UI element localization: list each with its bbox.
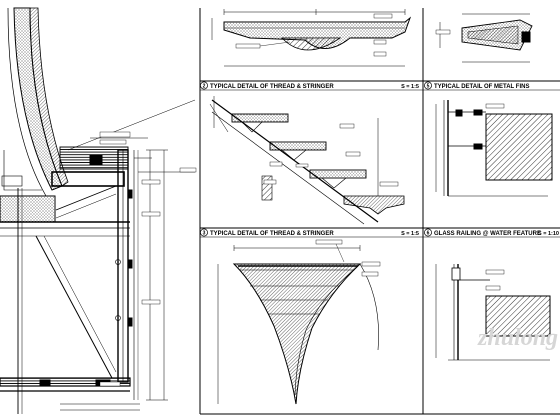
metal-fins-detail: [435, 100, 553, 197]
glass-railing-detail: [435, 264, 551, 361]
panel-6-title: 6 GLASS RAILING @ WATER FEATURE S = 1:10: [424, 228, 559, 237]
panel-2-title-text: TYPICAL DETAIL OF THREAD & STRINGER: [210, 84, 334, 90]
curved-wall-section: [1, 7, 69, 197]
panel-6-scale: S = 1:10: [538, 231, 559, 237]
panel-5-number: 5: [427, 84, 430, 90]
glass-facade-frame: [0, 146, 139, 414]
stair-elevation: [209, 96, 405, 225]
funnel-section: [217, 239, 381, 405]
left-dimension-lines: [60, 99, 196, 411]
metal-fin-section: [435, 13, 533, 63]
panel-6-title-text: GLASS RAILING @ WATER FEATURE: [434, 231, 541, 237]
floor-slab-section: [0, 195, 130, 237]
watermark: zhulong: [477, 325, 558, 351]
panel-3-title-text: TYPICAL DETAIL OF THREAD & STRINGER: [210, 231, 334, 237]
panel-3-title: 3 TYPICAL DETAIL OF THREAD & STRINGER S …: [200, 228, 419, 237]
thread-section-top: [211, 9, 412, 67]
panel-6-number: 6: [427, 231, 430, 237]
panel-2-number: 2: [203, 84, 206, 90]
panel-2-scale: S = 1:5: [401, 84, 419, 90]
watermark-text: zhulong: [477, 325, 558, 351]
panel-2-title: 2 TYPICAL DETAIL OF THREAD & STRINGER S …: [200, 81, 419, 90]
panel-3-number: 3: [203, 231, 206, 237]
panel-5-title: 5 TYPICAL DETAIL OF METAL FINS: [424, 81, 529, 90]
panel-5-title-text: TYPICAL DETAIL OF METAL FINS: [434, 84, 529, 90]
panel-3-scale: S = 1:5: [401, 231, 419, 237]
left-callout-tags: [99, 131, 197, 387]
panel-frames: [199, 8, 560, 415]
